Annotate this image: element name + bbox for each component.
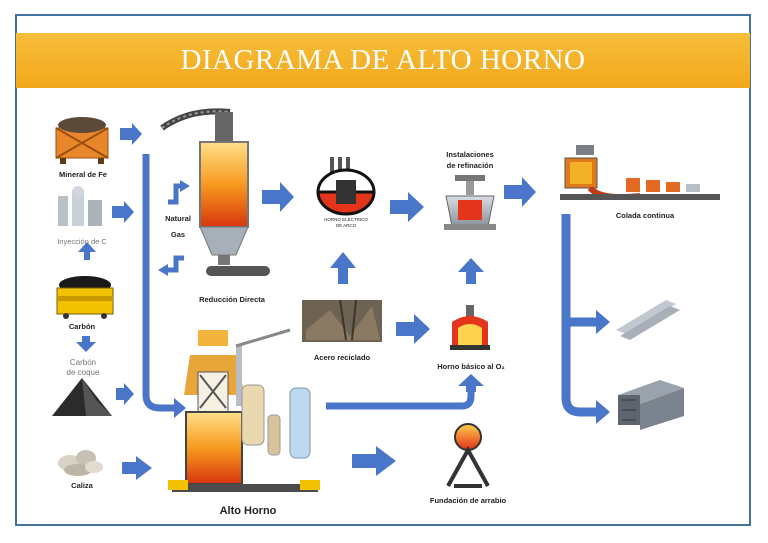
- arrow-basico-up: [458, 258, 484, 284]
- label-inyeccion: Inyección de C: [57, 237, 107, 246]
- arrow-arrabio: [352, 446, 396, 476]
- label-horno-electrico-line1: HORNO ELECTRICO: [324, 217, 368, 222]
- arrow-bars: [596, 310, 610, 334]
- blast-furnace-icon: [168, 328, 320, 492]
- carbon-injection-icon: [58, 186, 102, 226]
- label-carbon: Carbón: [68, 322, 96, 331]
- label-reduccion: Reducción Directa: [199, 295, 265, 304]
- label-coque-line1: Carbón: [69, 358, 97, 367]
- arrow-inyeccion: [112, 201, 134, 223]
- label-alto-horno: Alto Horno: [219, 505, 277, 517]
- diagram-frame: [15, 14, 751, 526]
- arrow-into-furnace: [174, 398, 186, 418]
- flow-arrows: [76, 123, 610, 480]
- arrow-acero-up: [330, 252, 356, 284]
- electric-arc-furnace-icon: [316, 157, 376, 216]
- label-caliza: Caliza: [71, 481, 93, 490]
- arrow-carbon-up: [78, 242, 96, 260]
- limestone-icon: [58, 450, 103, 476]
- iron-ore-icon: [55, 117, 109, 164]
- pig-iron-ladle-icon: [446, 423, 490, 488]
- label-fundacion: Fundación de arrabio: [429, 496, 507, 505]
- label-natural-gas-line1: Natural: [165, 214, 191, 223]
- arrow-acero-right: [396, 314, 430, 344]
- basic-oxygen-furnace-icon: [450, 305, 490, 350]
- label-horno-electrico-line2: DE ARCO: [335, 223, 357, 228]
- arrow-caliza: [122, 456, 152, 480]
- label-coque-line2: de coque: [66, 368, 100, 377]
- refining-installation-icon: [444, 175, 496, 230]
- coal-cart-icon: [56, 276, 114, 319]
- recycled-steel-icon: [302, 299, 382, 342]
- label-mineral: Mineral de Fe: [59, 170, 107, 179]
- label-acero-reciclado: Acero reciclado: [313, 353, 371, 362]
- steel-bars-icon: [616, 300, 680, 340]
- arrow-billets: [596, 400, 610, 424]
- arrow-coque: [116, 383, 134, 405]
- direct-reduction-furnace-icon: [160, 108, 270, 276]
- label-colada: Colada continua: [615, 211, 675, 220]
- label-instalaciones-line2: de refinación: [446, 161, 494, 170]
- arrow-mineral: [120, 123, 142, 145]
- label-natural-gas-line2: Gas: [170, 230, 186, 239]
- arrow-reduccion: [262, 182, 294, 212]
- coke-pile-icon: [52, 378, 112, 416]
- continuous-casting-icon: [560, 145, 720, 200]
- steel-billets-icon: [618, 380, 684, 430]
- arrow-refinacion: [504, 177, 536, 207]
- arrow-electrico: [390, 192, 424, 222]
- arrow-carbon-down: [76, 336, 96, 352]
- label-horno-basico: Horno básico al O₂: [437, 362, 505, 371]
- diagram-title: DIAGRAMA DE ALTO HORNO: [180, 44, 586, 76]
- label-instalaciones-line1: Instalaciones: [446, 150, 494, 159]
- title-banner: DIAGRAMA DE ALTO HORNO: [16, 33, 750, 88]
